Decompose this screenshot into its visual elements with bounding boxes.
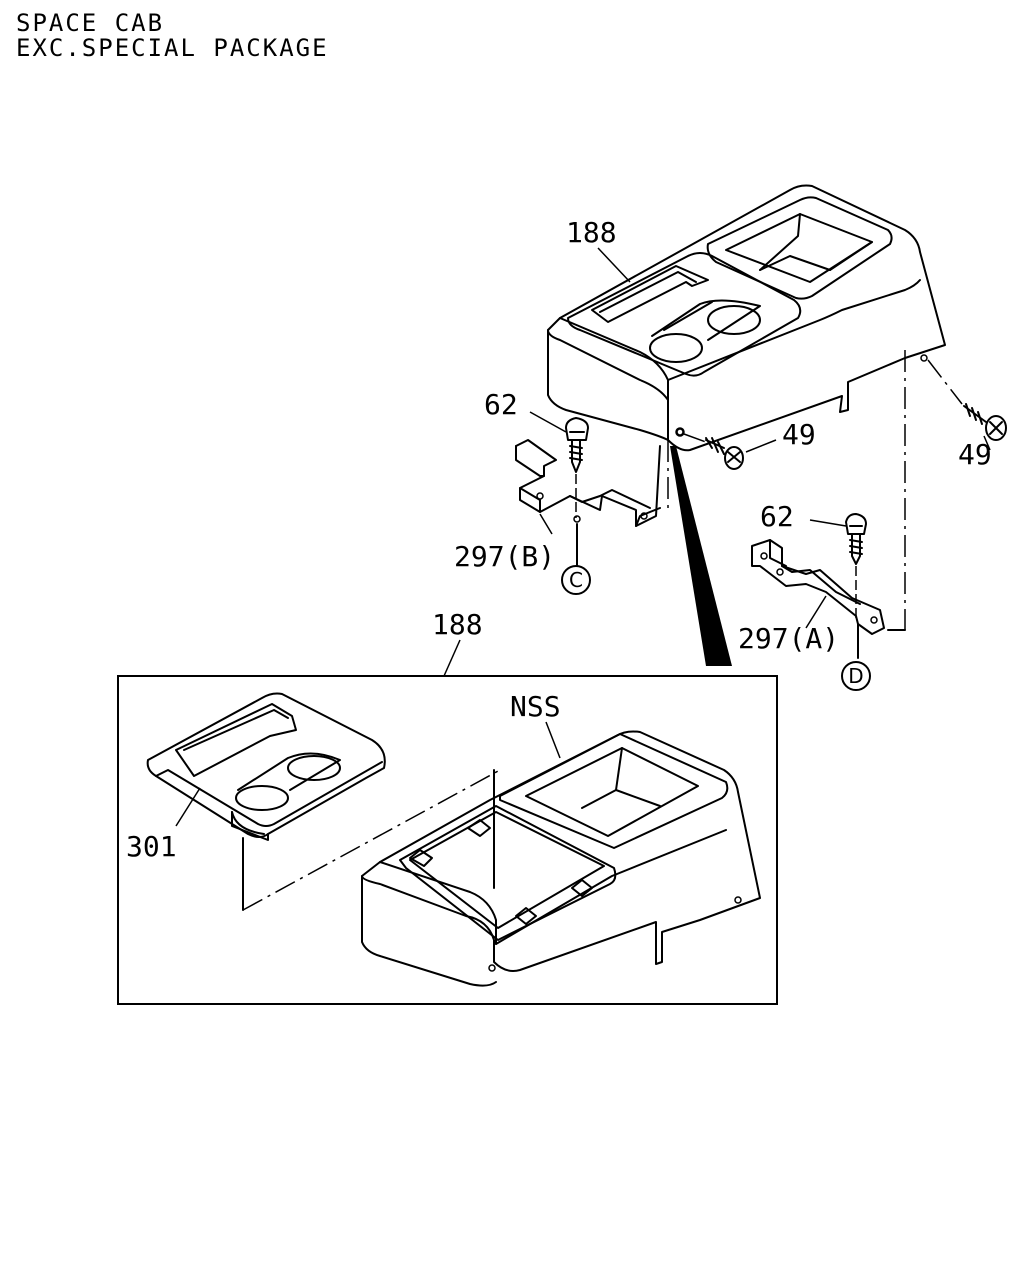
callout-49-rear: 49 (958, 438, 992, 471)
console-assembly (547, 184, 946, 452)
detail-frame (117, 675, 778, 1005)
ref-d-label: D (848, 664, 863, 688)
leader-301 (175, 787, 201, 827)
callout-188-main: 188 (566, 216, 617, 249)
leader-297a (805, 595, 827, 629)
leader-49-rear (983, 435, 991, 451)
callout-188-detail: 188 (432, 608, 483, 641)
leader-188-main (597, 247, 631, 283)
clip-49-front (675, 427, 744, 470)
callout-297b: 297(B) (454, 540, 555, 573)
callout-301: 301 (126, 830, 177, 863)
leader-188-detail (443, 639, 461, 677)
bracket-a (751, 539, 885, 659)
leader-49-front (745, 439, 777, 453)
callout-62-a: 62 (760, 500, 794, 533)
ref-c-marker: C (561, 565, 591, 595)
console-detail (361, 730, 761, 987)
diagram-title-line1: SPACE CAB (16, 9, 165, 37)
clip-49-rear (927, 359, 1007, 441)
callout-nss: NSS (510, 690, 561, 723)
detail-alignment-diagonal (242, 769, 501, 911)
ref-c-label: C (569, 568, 583, 592)
ref-d-marker: D (841, 661, 871, 691)
screw-62-b (565, 417, 589, 518)
callout-297a: 297(A) (738, 622, 839, 655)
callout-62-b: 62 (484, 388, 518, 421)
leader-297b (539, 513, 553, 535)
leader-62-b (529, 411, 567, 433)
bracket-b (515, 439, 661, 567)
console-lid-301 (146, 692, 386, 841)
screw-62-a (845, 513, 867, 618)
leader-nss (545, 721, 561, 759)
leader-62-a (809, 519, 847, 527)
diagram-title-line2: EXC.SPECIAL PACKAGE (16, 34, 329, 62)
callout-49-front: 49 (782, 418, 816, 451)
detail-pointer (670, 446, 732, 666)
